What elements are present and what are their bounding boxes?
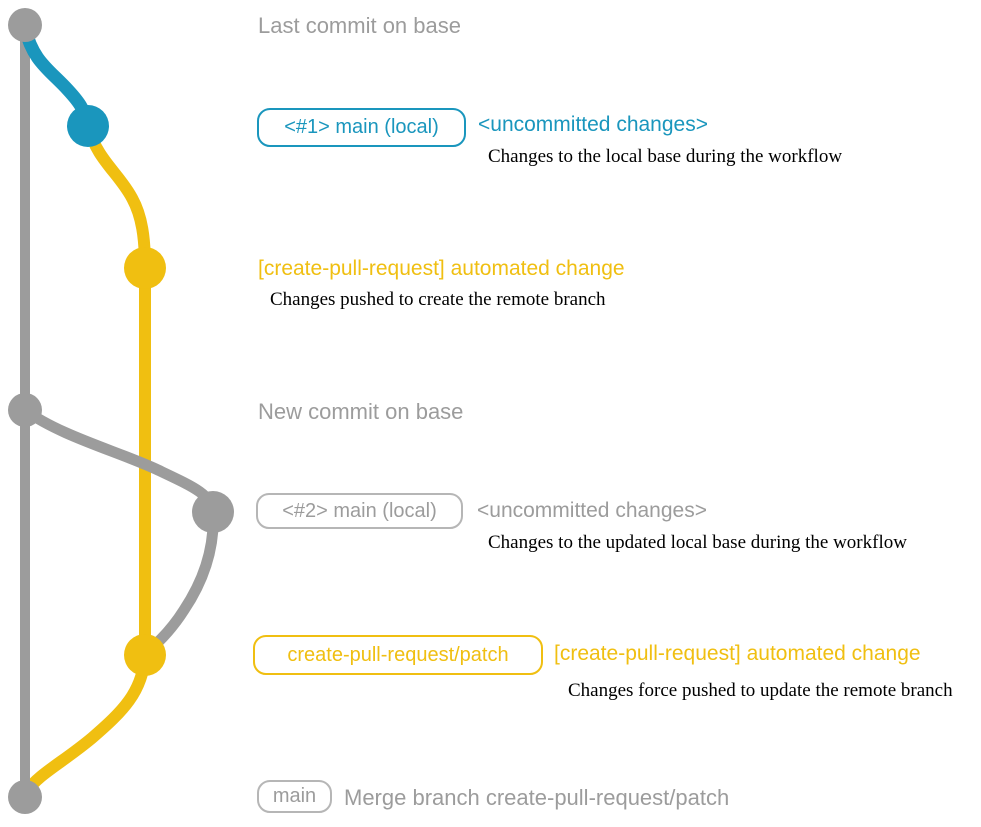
commit-node-last-base — [8, 8, 42, 42]
commit-node-merge — [8, 780, 42, 814]
automated-change-title-1: [create-pull-request] automated change — [258, 257, 625, 280]
uncommitted-changes-desc-2: Changes to the updated local base during… — [488, 532, 907, 553]
rebase-curve-gray-2 — [140, 506, 219, 659]
branch-pill-label: <#2> main (local) — [282, 499, 437, 522]
branch-pill-main-local-2: <#2> main (local) — [256, 493, 463, 529]
commit-node-local-1 — [67, 105, 109, 147]
last-commit-label: Last commit on base — [258, 13, 461, 38]
branch-pill-create-pull-request-patch: create-pull-request/patch — [253, 635, 543, 675]
commit-node-new-base — [8, 393, 42, 427]
merge-commit-label: Merge branch create-pull-request/patch — [344, 785, 730, 810]
uncommitted-changes-title-2: <uncommitted changes> — [477, 499, 707, 522]
commit-node-remote-1 — [124, 247, 166, 289]
rebase-curve-gray-1 — [19, 404, 219, 518]
uncommitted-changes-desc-1: Changes to the local base during the wor… — [488, 146, 843, 167]
branch-pill-main: main — [257, 780, 332, 813]
new-commit-label: New commit on base — [258, 399, 464, 424]
commit-node-local-2 — [192, 491, 234, 533]
branch-pill-label: create-pull-request/patch — [287, 643, 509, 666]
branch-curve-yellow-1 — [82, 120, 151, 274]
commit-node-remote-2 — [124, 634, 166, 676]
branch-pill-label: <#1> main (local) — [284, 116, 439, 138]
automated-change-desc-2: Changes force pushed to update the remot… — [568, 680, 953, 701]
automated-change-desc-1: Changes pushed to create the remote bran… — [270, 289, 606, 310]
uncommitted-changes-title-1: <uncommitted changes> — [478, 113, 708, 136]
branch-pill-main-local-1: <#1> main (local) — [257, 108, 466, 147]
branch-pill-label: main — [272, 785, 317, 807]
automated-change-title-2: [create-pull-request] automated change — [554, 642, 921, 665]
merge-curve-yellow — [20, 649, 151, 798]
